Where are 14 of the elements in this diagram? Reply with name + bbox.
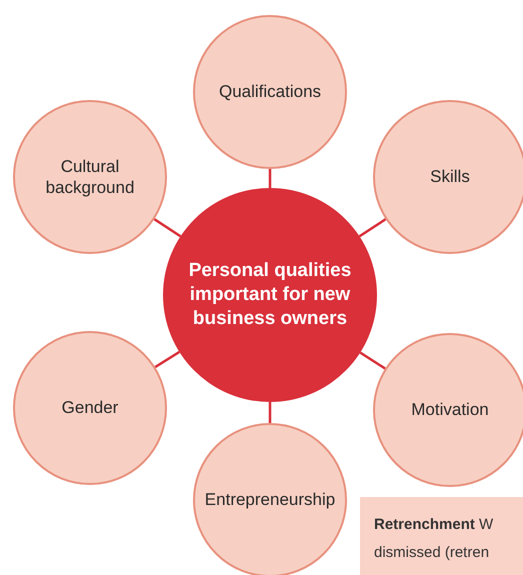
circle-label: Entrepreneurship bbox=[204, 489, 336, 511]
circle-label: Cultural background bbox=[44, 156, 136, 198]
circle-label: Personal qualities important for new business owners bbox=[188, 259, 352, 331]
connector-line bbox=[360, 352, 386, 370]
connector-line bbox=[154, 218, 182, 238]
connector-line bbox=[268, 169, 272, 188]
connector-line bbox=[268, 402, 272, 423]
circle-label: Skills bbox=[429, 166, 471, 188]
connector-line bbox=[154, 350, 180, 368]
circle-label: Motivation bbox=[410, 399, 490, 421]
circle-label: Qualifications bbox=[218, 81, 322, 103]
circle-label: Gender bbox=[60, 397, 120, 419]
connector-line bbox=[358, 218, 386, 238]
note-text: Retrenchment W dismissed (retren bbox=[374, 515, 494, 563]
